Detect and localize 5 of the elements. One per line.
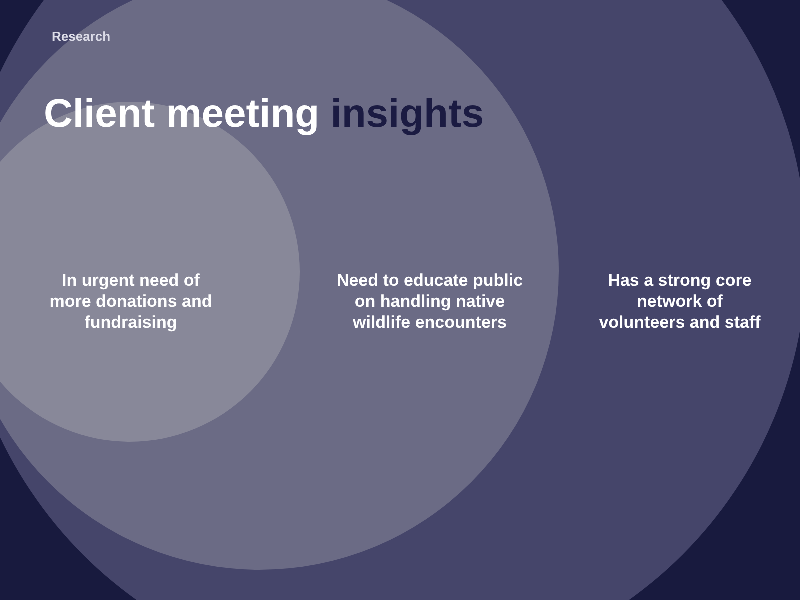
insight-text: In urgent need of more donations and fundraising [48,270,214,333]
title: Client meeting insights [44,94,484,134]
insight-text: Need to educate public on handling native wildlife encounters [336,270,524,333]
section-label: Research [52,30,111,43]
insight-text: Has a strong core network of volunteers and staff [598,270,762,333]
